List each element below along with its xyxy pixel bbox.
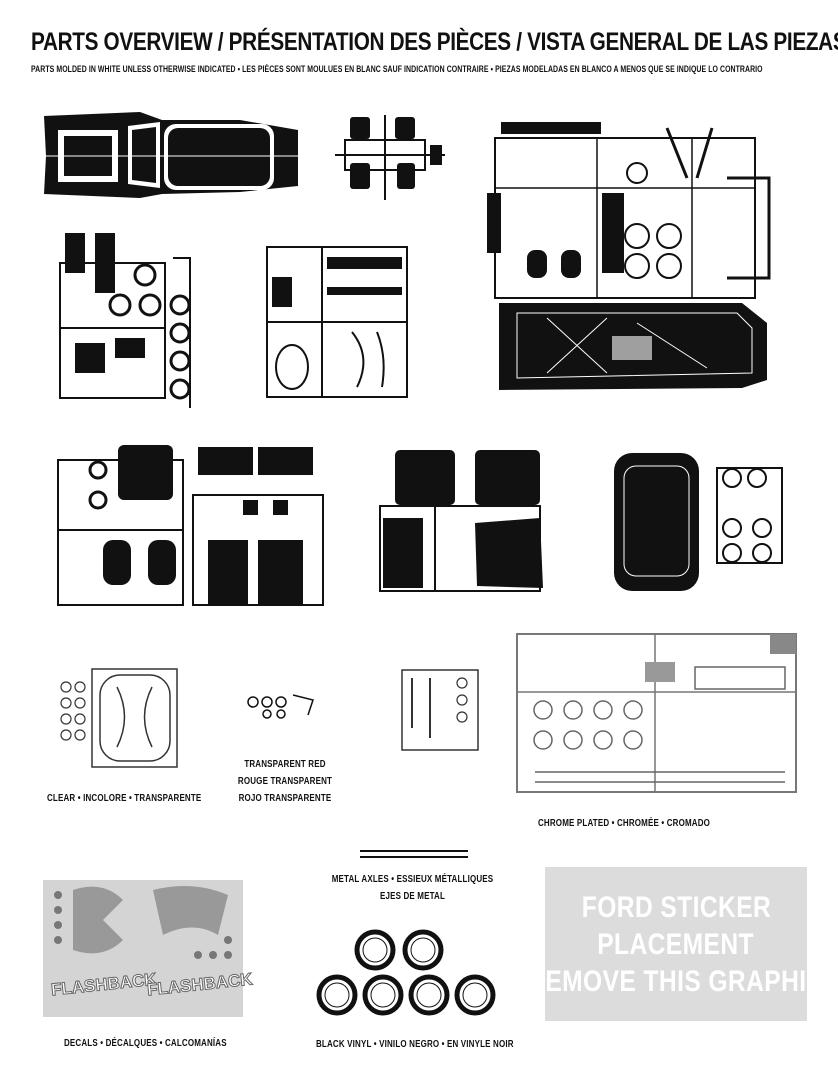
clear-parts-caption: CLEAR • INCOLORE • TRANSPARENTE: [47, 793, 202, 804]
car-body-part: [44, 112, 298, 198]
black-vinyl-tires: [316, 929, 496, 1016]
seat-parts-tree: [335, 115, 445, 200]
engine-parts-tree: [59, 233, 191, 408]
chrome-parts-tree: [516, 633, 797, 793]
page-subtitle: PARTS MOLDED IN WHITE UNLESS OTHERWISE I…: [31, 64, 763, 75]
ford-sticker-placeholder: FORD STICKER PLACEMENT (REMOVE THIS GRAP…: [519, 867, 833, 1021]
suspension-parts-tree: [266, 246, 408, 398]
transparent-red-caption-es: ROJO TRANSPARENTE: [238, 793, 332, 804]
metal-axles-caption-2: EJES DE METAL: [379, 891, 446, 902]
decals-caption: DECALS • DÉCALQUES • CALCOMANÍAS: [64, 1038, 227, 1049]
sticker-line-1: FORD STICKER: [581, 890, 771, 924]
chassis-parts-tree: [487, 122, 771, 390]
sticker-line-3: (REMOVE THIS GRAPHIC): [518, 964, 834, 998]
metal-axles: [360, 850, 468, 858]
interior-parts-tree: [57, 445, 324, 606]
black-vinyl-caption: BLACK VINYL • VINILO NEGRO • EN VINYLE N…: [316, 1039, 514, 1050]
page-title: PARTS OVERVIEW / PRÉSENTATION DES PIÈCES…: [31, 28, 838, 56]
decal-sheet: FLASHBACK FLASHBACK: [43, 880, 254, 1017]
metal-axles-caption-1: METAL AXLES • ESSIEUX MÉTALLIQUES: [331, 874, 494, 885]
transparent-red-caption-en: TRANSPARENT RED: [244, 759, 326, 770]
interior-tub-and-wheels: [614, 453, 783, 591]
chrome-plated-caption: CHROME PLATED • CHROMÉE • CROMADO: [538, 818, 711, 829]
sticker-line-2: PLACEMENT: [597, 927, 755, 961]
transparent-red-parts: [247, 694, 314, 719]
bucket-seats-tree: [379, 450, 543, 592]
lens-parts-tree: [401, 669, 479, 751]
clear-parts-tree: [60, 668, 178, 768]
transparent-red-caption-fr: ROUGE TRANSPARENT: [237, 776, 333, 787]
